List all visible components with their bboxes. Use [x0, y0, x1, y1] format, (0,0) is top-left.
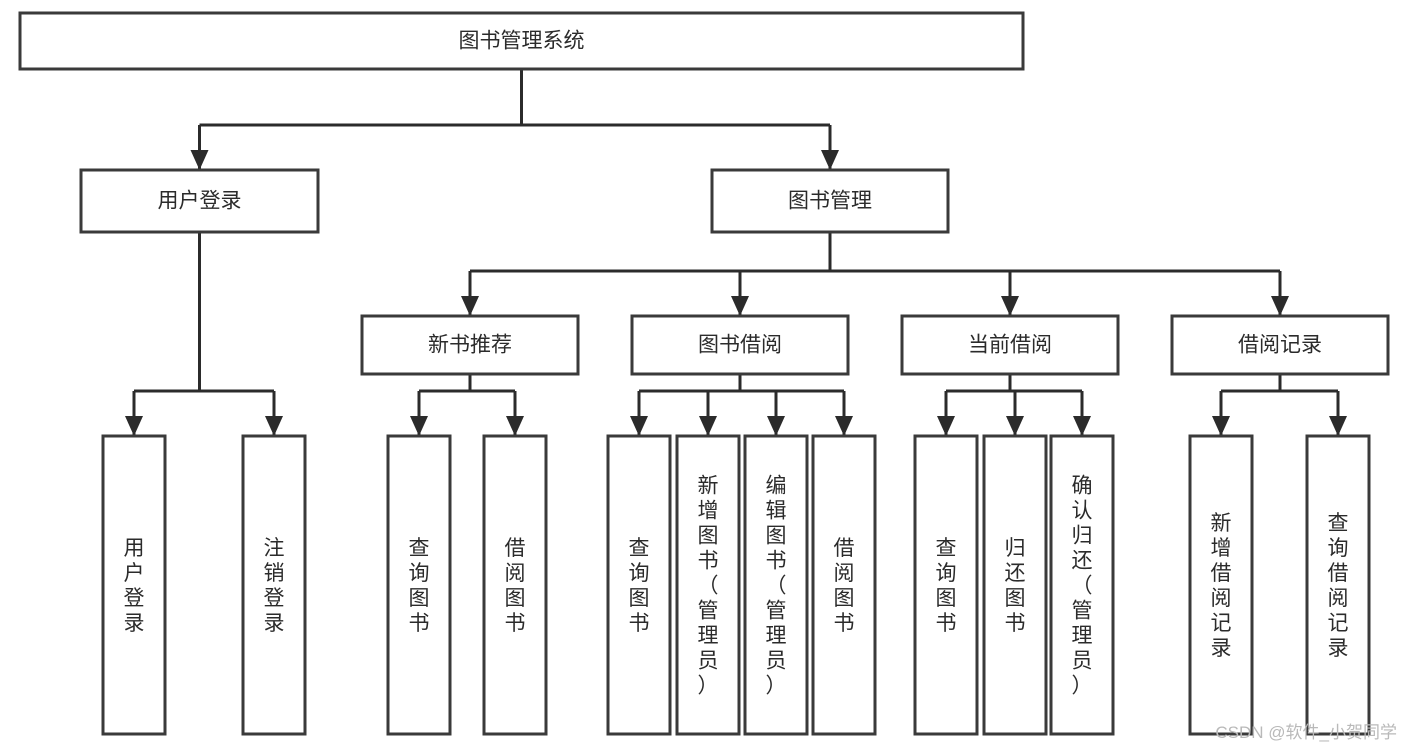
node-leaf-confirm-return-box[interactable]	[1049, 434, 1115, 736]
arrow-head-icon	[1212, 416, 1230, 436]
node-leaf-query-record[interactable]: 查询借阅记录	[1305, 434, 1371, 736]
edge-group-new-book-rec	[410, 374, 524, 436]
node-book-manage[interactable]: 图书管理	[710, 168, 950, 234]
node-leaf-logout[interactable]: 注销登录	[241, 434, 307, 736]
node-leaf-user-login-label: 用户登录	[124, 537, 145, 635]
node-leaf-borrow-book-1[interactable]: 借阅图书	[482, 434, 548, 736]
edge-group-book-manage	[461, 232, 1289, 316]
arrow-head-icon	[461, 296, 479, 316]
node-book-borrow-box[interactable]	[630, 314, 850, 376]
arrow-head-icon	[410, 416, 428, 436]
node-leaf-confirm-return[interactable]: 确认归还（管理员）	[1049, 434, 1115, 736]
node-leaf-query-book-1-box[interactable]	[386, 434, 452, 736]
node-leaf-confirm-return-label: 确认归还（管理员）	[1072, 475, 1093, 698]
node-leaf-add-record-box[interactable]	[1188, 434, 1254, 736]
arrow-head-icon	[1271, 296, 1289, 316]
node-leaf-borrow-book-1-label: 借阅图书	[505, 537, 526, 635]
arrow-head-icon	[731, 296, 749, 316]
node-leaf-add-book[interactable]: 新增图书（管理员）	[675, 434, 741, 736]
arrow-head-icon	[265, 416, 283, 436]
arrow-head-icon	[835, 416, 853, 436]
node-leaf-query-record-label: 查询借阅记录	[1328, 512, 1349, 660]
node-leaf-borrow-book-1-box[interactable]	[482, 434, 548, 736]
node-leaf-return-book-label: 归还图书	[1005, 537, 1026, 635]
node-user-login-box[interactable]	[79, 168, 320, 234]
arrow-head-icon	[767, 416, 785, 436]
node-new-book-rec[interactable]: 新书推荐	[360, 314, 580, 376]
node-new-book-rec-label: 新书推荐	[428, 334, 512, 357]
node-leaf-query-record-box[interactable]	[1305, 434, 1371, 736]
node-leaf-logout-box[interactable]	[241, 434, 307, 736]
arrow-head-icon	[1006, 416, 1024, 436]
node-current-borrow-box[interactable]	[900, 314, 1120, 376]
node-leaf-edit-book-label: 编辑图书（管理员）	[766, 475, 787, 698]
node-leaf-add-book-label: 新增图书（管理员）	[698, 475, 719, 698]
node-leaf-add-record-label: 新增借阅记录	[1211, 512, 1232, 660]
arrow-head-icon	[1073, 416, 1091, 436]
node-user-login[interactable]: 用户登录	[79, 168, 320, 234]
node-leaf-query-book-2-box[interactable]	[606, 434, 672, 736]
node-root-label: 图书管理系统	[459, 30, 585, 53]
node-leaf-query-book-3[interactable]: 查询图书	[913, 434, 979, 736]
arrow-head-icon	[1329, 416, 1347, 436]
arrow-head-icon	[1001, 296, 1019, 316]
edge-group-book-borrow	[630, 374, 853, 436]
node-current-borrow-label: 当前借阅	[968, 334, 1052, 357]
edge-group-user-login	[125, 232, 283, 436]
edge-group-borrow-record	[1212, 374, 1347, 436]
arrow-head-icon	[699, 416, 717, 436]
node-borrow-record[interactable]: 借阅记录	[1170, 314, 1390, 376]
node-leaf-query-book-1[interactable]: 查询图书	[386, 434, 452, 736]
arrow-head-icon	[506, 416, 524, 436]
node-leaf-edit-book-box[interactable]	[743, 434, 809, 736]
node-new-book-rec-box[interactable]	[360, 314, 580, 376]
node-leaf-query-book-2-label: 查询图书	[629, 537, 650, 635]
edge-group-root	[190, 69, 839, 170]
node-leaf-user-login[interactable]: 用户登录	[101, 434, 167, 736]
node-leaf-user-login-box[interactable]	[101, 434, 167, 736]
node-borrow-record-label: 借阅记录	[1238, 334, 1322, 357]
node-leaf-return-book-box[interactable]	[982, 434, 1048, 736]
node-leaf-query-book-3-box[interactable]	[913, 434, 979, 736]
node-root-box[interactable]	[18, 11, 1025, 71]
node-user-login-label: 用户登录	[158, 190, 242, 213]
node-leaf-logout-label: 注销登录	[264, 537, 285, 635]
node-leaf-query-book-1-label: 查询图书	[409, 537, 430, 635]
arrow-head-icon	[190, 150, 209, 170]
node-leaf-query-book-2[interactable]: 查询图书	[606, 434, 672, 736]
arrow-head-icon	[937, 416, 955, 436]
arrow-head-icon	[821, 150, 839, 170]
node-leaf-edit-book[interactable]: 编辑图书（管理员）	[743, 434, 809, 736]
node-book-manage-label: 图书管理	[788, 190, 872, 213]
node-leaf-borrow-book-2[interactable]: 借阅图书	[811, 434, 877, 736]
node-current-borrow[interactable]: 当前借阅	[900, 314, 1120, 376]
nodes-layer: 图书管理系统用户登录图书管理新书推荐图书借阅当前借阅借阅记录用户登录注销登录查询…	[18, 11, 1390, 736]
node-book-borrow-label: 图书借阅	[698, 334, 782, 357]
arrow-head-icon	[125, 416, 143, 436]
node-leaf-borrow-book-2-box[interactable]	[811, 434, 877, 736]
node-leaf-return-book[interactable]: 归还图书	[982, 434, 1048, 736]
node-leaf-query-book-3-label: 查询图书	[936, 537, 957, 635]
edge-group-current-borrow	[937, 374, 1091, 436]
node-leaf-add-book-box[interactable]	[675, 434, 741, 736]
node-book-manage-box[interactable]	[710, 168, 950, 234]
node-book-borrow[interactable]: 图书借阅	[630, 314, 850, 376]
node-leaf-add-record[interactable]: 新增借阅记录	[1188, 434, 1254, 736]
node-borrow-record-box[interactable]	[1170, 314, 1390, 376]
node-leaf-borrow-book-2-label: 借阅图书	[834, 537, 855, 635]
node-root[interactable]: 图书管理系统	[18, 11, 1025, 71]
edges-layer	[125, 69, 1347, 436]
arrow-head-icon	[630, 416, 648, 436]
